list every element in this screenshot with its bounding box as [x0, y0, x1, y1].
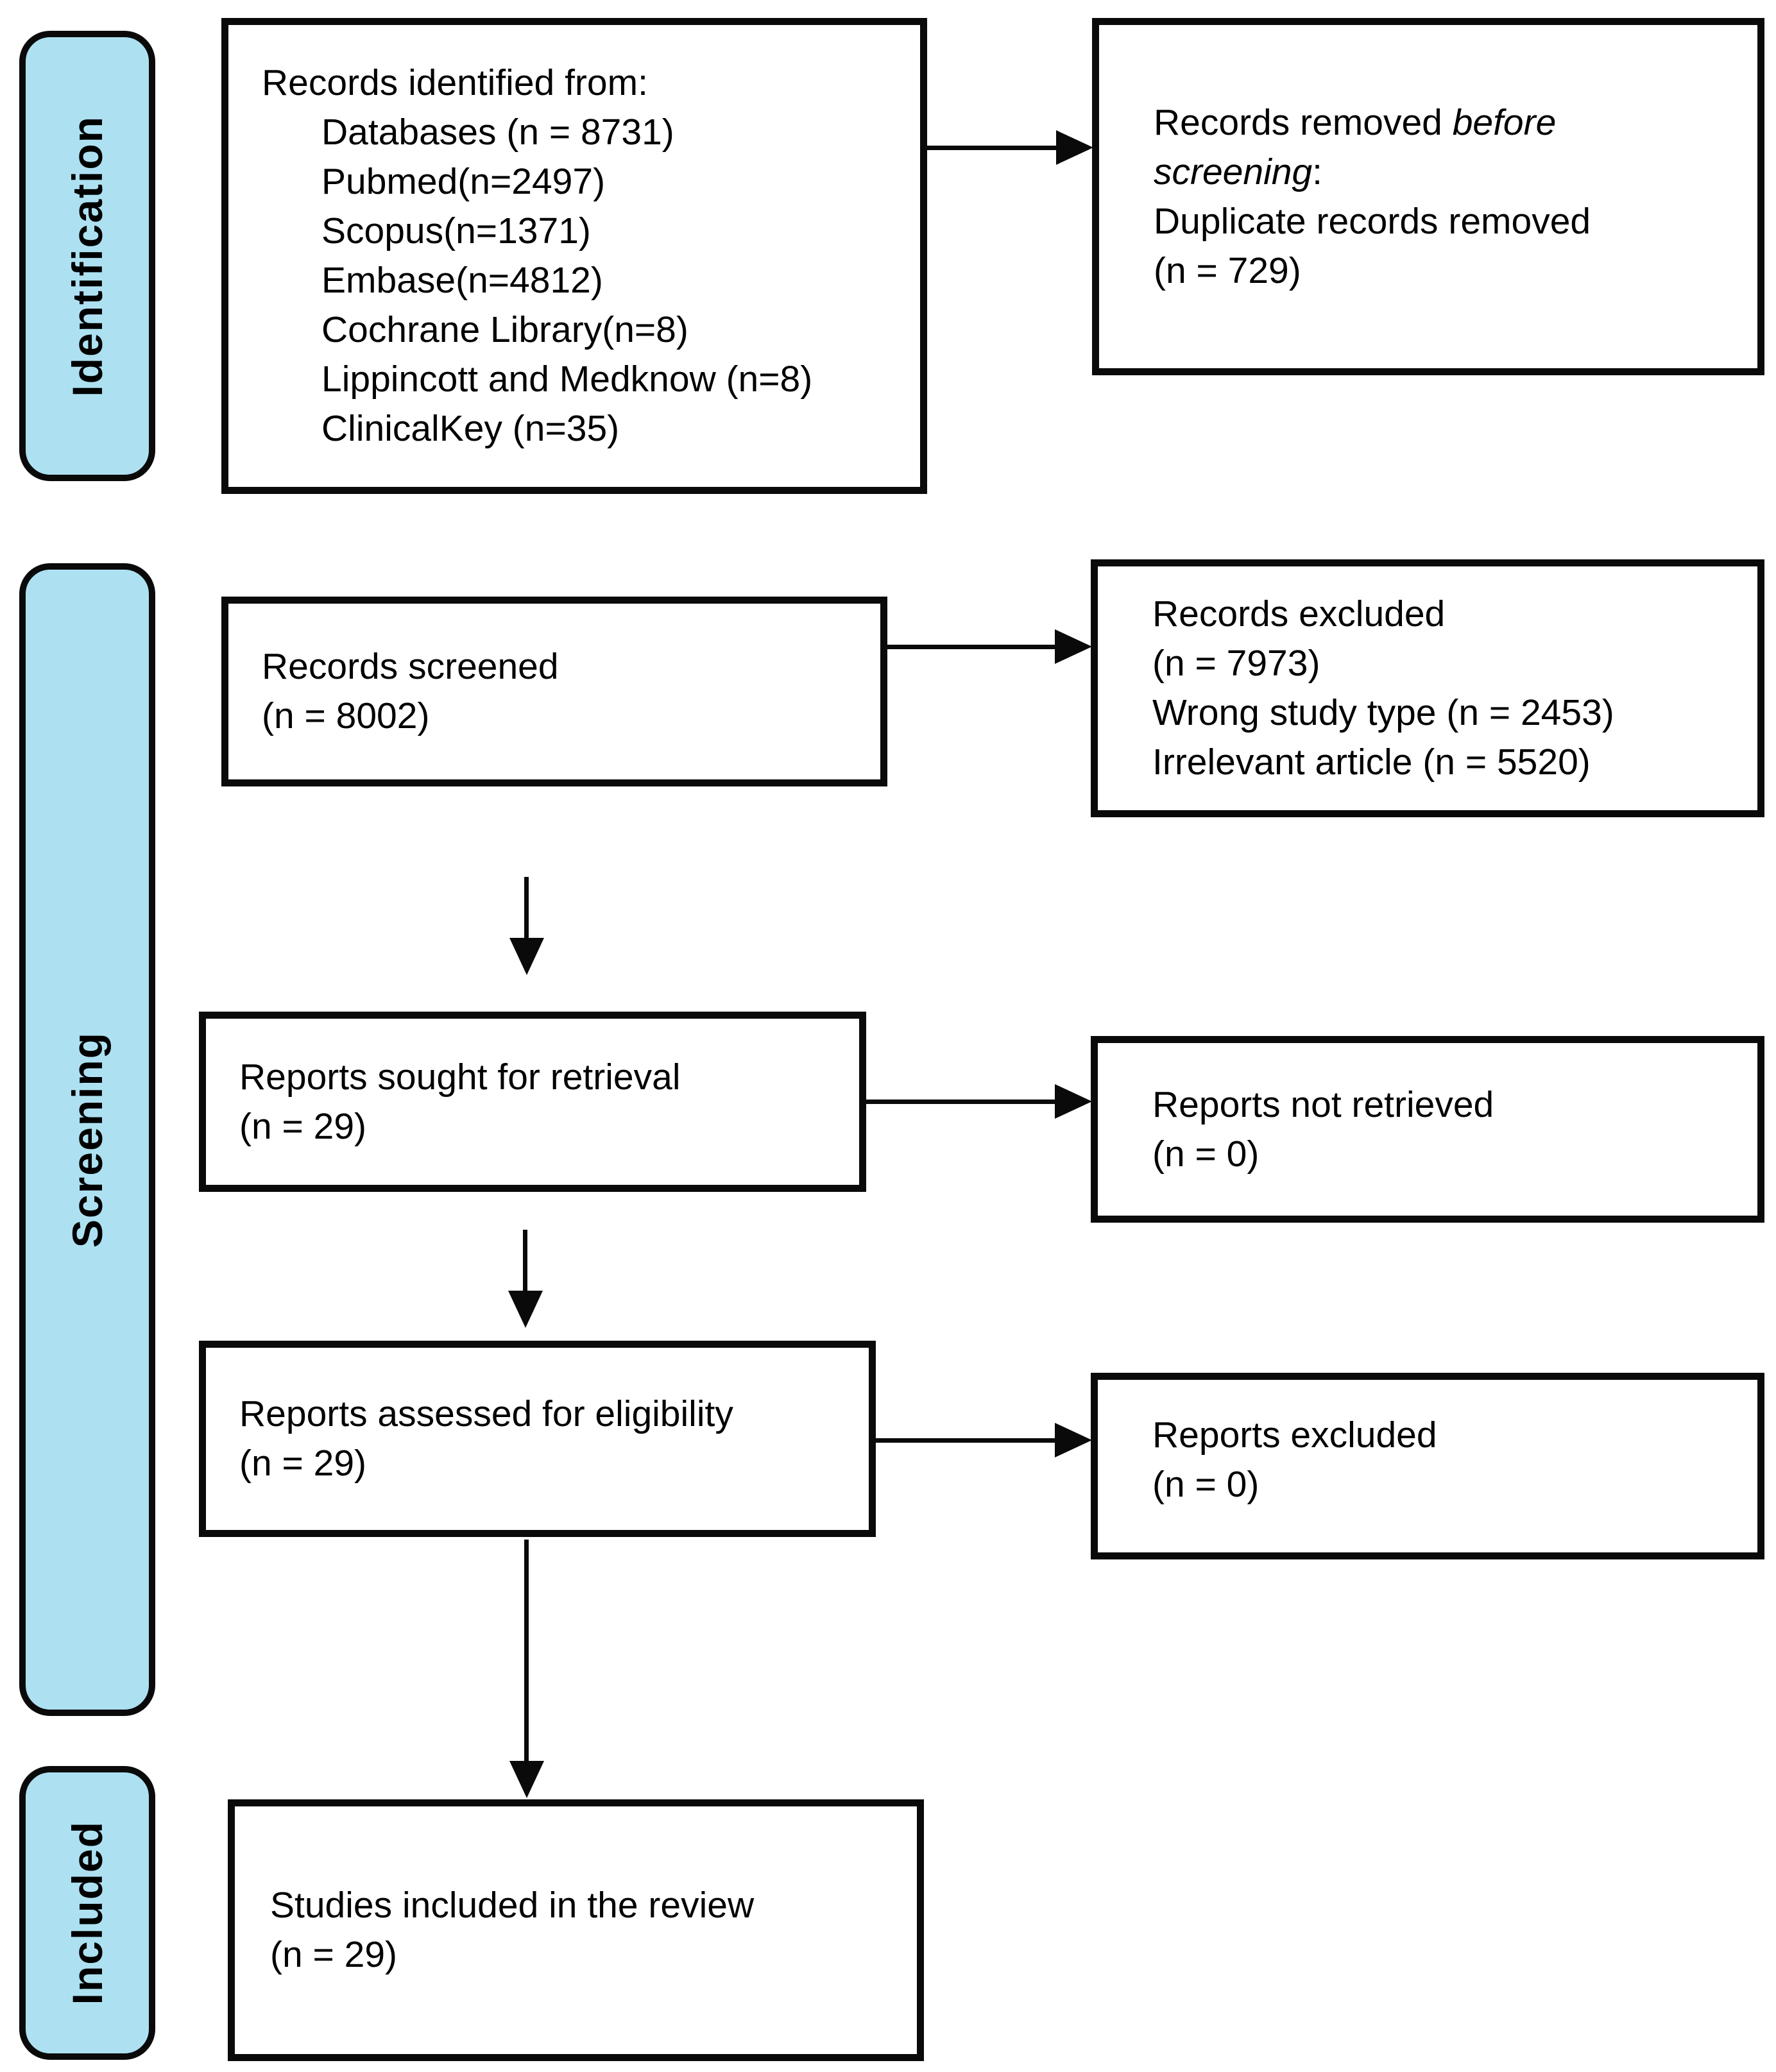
stage-bar-screening: Screening [19, 563, 155, 1716]
box-reports-excluded: Reports excluded (n = 0) [1091, 1373, 1764, 1559]
duplicates-removed: Duplicate records removed [1154, 200, 1591, 242]
records-screened-label: Records screened [262, 646, 559, 687]
stage-label-screening: Screening [64, 1031, 111, 1248]
box-reports-sought: Reports sought for retrieval (n = 29) [199, 1012, 866, 1192]
records-removed-line1: Records removed before [1154, 101, 1557, 143]
records-identified-title: Records identified from: [262, 62, 648, 103]
source-databases: Databases (n = 8731) [321, 112, 674, 153]
irrelevant-article: Irrelevant article (n = 5520) [1152, 742, 1591, 783]
box-studies-included: Studies included in the review (n = 29) [228, 1799, 924, 2061]
arrow-head-right-icon [1055, 1084, 1092, 1119]
arrow-head-down-icon [509, 938, 544, 975]
stage-bar-identification: Identification [19, 31, 155, 481]
not-retrieved-label: Reports not retrieved [1152, 1083, 1494, 1125]
not-retrieved-count: (n = 0) [1152, 1133, 1259, 1175]
stage-bar-included: Included [19, 1766, 155, 2060]
records-screened-count: (n = 8002) [262, 695, 430, 736]
reports-assessed-label: Reports assessed for eligibility [239, 1393, 733, 1434]
box-records-screened: Records screened (n = 8002) [221, 597, 887, 786]
arrow-shaft [523, 1230, 527, 1294]
reports-excluded-count: (n = 0) [1152, 1464, 1259, 1505]
stage-label-included: Included [64, 1821, 111, 2005]
reports-assessed-count: (n = 29) [239, 1443, 367, 1484]
wrong-study-type: Wrong study type (n = 2453) [1152, 692, 1614, 733]
arrow-shaft [524, 877, 529, 941]
arrow-shaft [927, 146, 1057, 150]
box-records-removed: Records removed before screening: Duplic… [1092, 18, 1764, 375]
records-excluded-label: Records excluded [1152, 593, 1446, 634]
box-reports-not-retrieved: Reports not retrieved (n = 0) [1091, 1036, 1764, 1223]
arrow-head-right-icon [1056, 130, 1093, 165]
arrow-head-right-icon [1055, 1423, 1092, 1457]
reports-sought-label: Reports sought for retrieval [239, 1056, 681, 1098]
box-records-identified: Records identified from: Databases (n = … [221, 18, 927, 494]
arrow-head-down-icon [509, 1761, 544, 1798]
arrow-shaft [876, 1438, 1055, 1443]
reports-sought-count: (n = 29) [239, 1105, 367, 1147]
reports-excluded-label: Reports excluded [1152, 1414, 1437, 1456]
source-pubmed: Pubmed(n=2497) [321, 161, 606, 202]
arrow-shaft [866, 1100, 1055, 1104]
source-embase: Embase(n=4812) [321, 260, 603, 301]
source-cochrane: Cochrane Library(n=8) [321, 309, 688, 350]
box-records-excluded: Records excluded (n = 7973) Wrong study … [1091, 559, 1764, 817]
records-removed-line2: screening: [1154, 151, 1322, 192]
stage-label-identification: Identification [64, 115, 111, 397]
records-excluded-count: (n = 7973) [1152, 643, 1320, 684]
source-clinicalkey: ClinicalKey (n=35) [321, 408, 620, 449]
duplicates-count: (n = 729) [1154, 250, 1301, 291]
arrow-head-down-icon [508, 1291, 543, 1328]
box-reports-assessed: Reports assessed for eligibility (n = 29… [199, 1341, 876, 1537]
studies-included-label: Studies included in the review [270, 1885, 755, 1926]
arrow-head-right-icon [1055, 629, 1092, 664]
source-lippincott: Lippincott and Medknow (n=8) [321, 359, 813, 400]
source-scopus: Scopus(n=1371) [321, 210, 591, 251]
arrow-shaft [524, 1540, 529, 1763]
studies-included-count: (n = 29) [270, 1934, 398, 1975]
arrow-shaft [887, 645, 1055, 649]
